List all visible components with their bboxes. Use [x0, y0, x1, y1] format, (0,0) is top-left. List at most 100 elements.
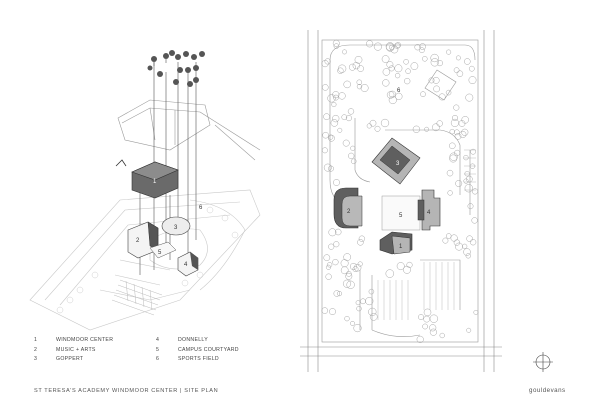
tree-icon	[334, 228, 342, 236]
tree-icon	[418, 314, 424, 321]
tree-icon	[345, 271, 352, 277]
tree-icon	[414, 44, 421, 51]
tree-icon	[369, 119, 377, 127]
tree-icon	[382, 68, 391, 76]
tree-icon	[455, 242, 463, 251]
tree-icon	[456, 70, 464, 77]
tree-icon	[385, 269, 395, 278]
tree-icon	[447, 190, 453, 196]
tree-icon	[395, 42, 402, 49]
tree-icon	[163, 53, 169, 63]
firm-logo-text: gouldevans	[529, 387, 566, 394]
axon-upper-plane	[117, 99, 261, 161]
tree-icon	[348, 63, 356, 71]
tree-icon	[424, 126, 430, 132]
tree-icon	[463, 248, 471, 256]
tree-icon	[423, 308, 432, 317]
tree-icon	[343, 253, 352, 261]
tree-icon	[348, 152, 355, 160]
tree-icon	[385, 43, 395, 52]
tree-icon	[381, 55, 390, 63]
tree-icon	[333, 179, 340, 186]
tree-icon	[147, 65, 153, 71]
tree-icon	[331, 101, 337, 108]
tree-icon	[467, 203, 474, 210]
plan-label-3: 3	[396, 161, 400, 167]
tree-icon	[343, 80, 351, 89]
tree-icon	[328, 165, 334, 172]
tree-icon	[412, 125, 421, 133]
tree-icon	[470, 148, 476, 155]
tree-icon	[322, 131, 329, 139]
tree-icon	[394, 72, 401, 79]
plan-site-boundary	[321, 39, 479, 343]
plan-courtyard	[381, 195, 421, 231]
tree-icon	[446, 169, 454, 177]
tree-icon	[386, 61, 394, 69]
tree-icon	[453, 67, 460, 74]
tree-icon	[374, 125, 381, 132]
axon-label-1: 1	[153, 179, 157, 185]
tree-icon	[357, 65, 364, 72]
tree-icon	[342, 279, 352, 288]
tree-icon	[157, 71, 163, 77]
tree-icon	[321, 307, 329, 314]
tree-icon	[395, 92, 403, 101]
tree-icon	[432, 76, 440, 84]
tree-icon	[430, 58, 439, 67]
tree-icon	[420, 91, 426, 98]
tree-icon	[386, 91, 395, 99]
legend-num: 3	[34, 356, 38, 362]
tree-icon	[342, 139, 350, 147]
tree-icon	[354, 55, 363, 64]
tree-icon	[468, 76, 477, 85]
tree-icon	[473, 309, 479, 315]
tree-icon	[325, 264, 332, 270]
tree-icon	[330, 119, 339, 127]
tree-icon	[468, 65, 475, 72]
tree-icon	[356, 305, 362, 312]
tree-icon	[191, 54, 197, 60]
plan-building-4: 4	[417, 189, 441, 231]
tree-icon	[388, 90, 396, 98]
tree-icon	[406, 261, 413, 268]
axon-building-4: 4	[177, 251, 199, 277]
drawing-title: ST TERESA'S ACADEMY WINDMOOR CENTER | SI…	[34, 388, 219, 394]
legend-label: WINDMOOR CENTER	[56, 337, 114, 343]
plan-drives	[329, 44, 476, 337]
tree-icon	[422, 323, 428, 330]
plan-label-5: 5	[399, 213, 403, 219]
tree-icon	[462, 243, 468, 249]
tree-icon	[449, 128, 455, 135]
tree-icon	[438, 93, 446, 101]
tree-icon	[345, 115, 352, 122]
axon-building-1: 1	[115, 159, 179, 199]
tree-icon	[323, 163, 332, 172]
tree-icon	[332, 39, 340, 47]
plan-building-3: 3	[371, 137, 421, 185]
tree-icon	[463, 178, 469, 184]
legend-label: MUSIC + ARTS	[56, 346, 96, 353]
tree-icon	[338, 92, 346, 100]
tree-icon	[353, 324, 362, 333]
tree-icon	[461, 116, 469, 124]
tree-icon	[453, 129, 460, 136]
tree-icon	[436, 60, 443, 67]
tree-icon	[403, 265, 411, 274]
tree-icon	[329, 308, 336, 316]
tree-icon	[323, 254, 331, 262]
tree-icon	[347, 108, 355, 115]
tree-icon	[450, 234, 458, 242]
tree-icon	[366, 123, 372, 129]
tree-icon	[346, 280, 355, 289]
axon-floating-trees	[147, 50, 205, 87]
legend-num: 2	[34, 346, 38, 353]
tree-icon	[466, 235, 473, 242]
tree-icon	[416, 335, 424, 343]
tree-icon	[385, 42, 395, 51]
tree-icon	[183, 51, 189, 57]
tree-icon	[469, 239, 477, 246]
